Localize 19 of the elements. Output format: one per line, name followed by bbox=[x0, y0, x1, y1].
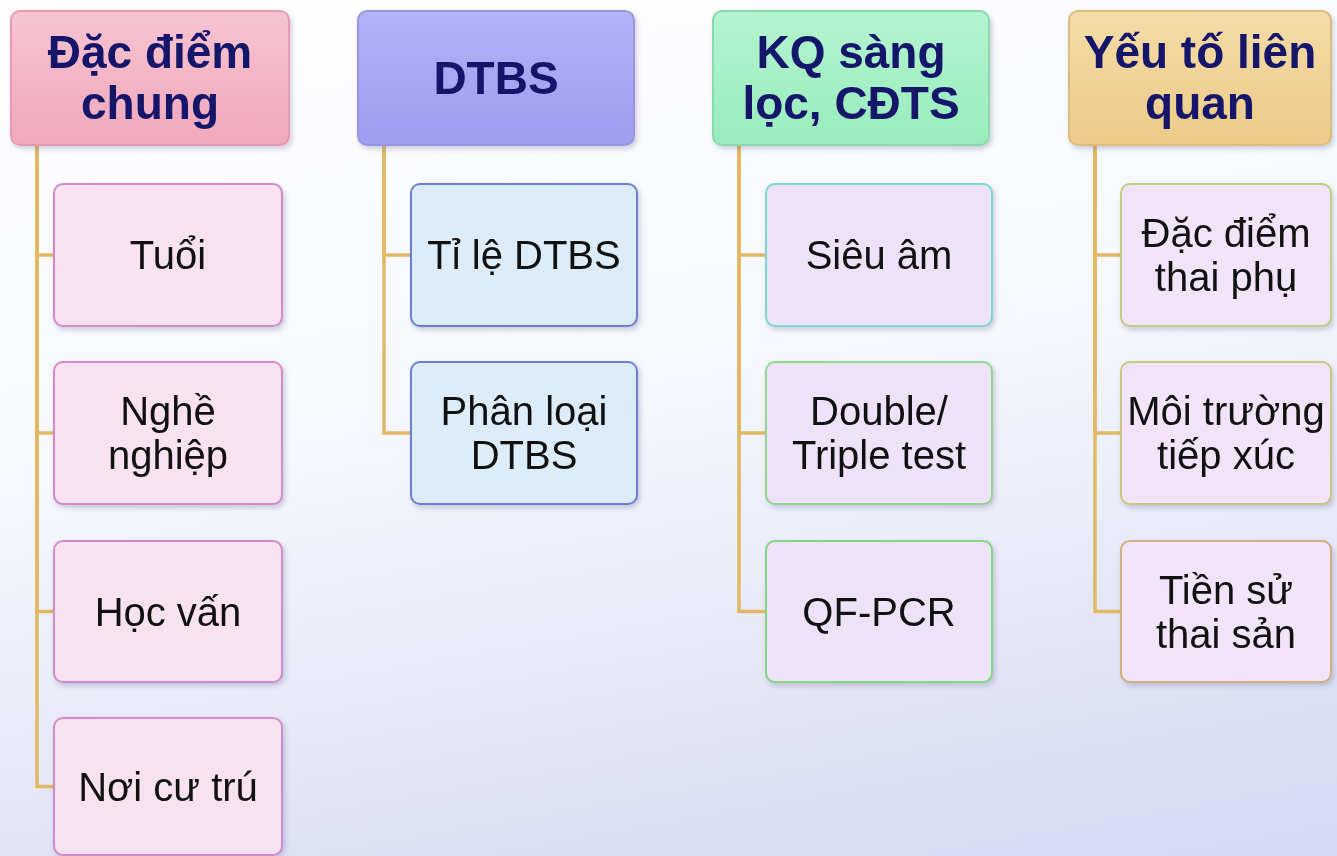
topic-box: Double/ Triple test bbox=[765, 361, 993, 505]
category-header: Đặc điểm chung bbox=[10, 10, 290, 146]
connector-line bbox=[382, 146, 410, 435]
category-header: Yếu tố liên quan bbox=[1068, 10, 1332, 146]
topic-box: QF-PCR bbox=[765, 540, 993, 683]
topic-box: Tuổi bbox=[53, 183, 283, 327]
topic-box: Siêu âm bbox=[765, 183, 993, 327]
topic-box: Đặc điểm thai phụ bbox=[1120, 183, 1332, 327]
category-header: DTBS bbox=[357, 10, 635, 146]
connector-line bbox=[737, 146, 765, 614]
topic-box: Nơi cư trú bbox=[53, 717, 283, 856]
connector-line bbox=[1093, 146, 1120, 614]
topic-box: Học vấn bbox=[53, 540, 283, 683]
topic-box: Tỉ lệ DTBS bbox=[410, 183, 638, 327]
topic-box: Nghề nghiệp bbox=[53, 361, 283, 505]
topic-box: Tiền sử thai sản bbox=[1120, 540, 1332, 683]
topic-box: Môi trường tiếp xúc bbox=[1120, 361, 1332, 505]
topic-box: Phân loại DTBS bbox=[410, 361, 638, 505]
category-header: KQ sàng lọc, CĐTS bbox=[712, 10, 990, 146]
